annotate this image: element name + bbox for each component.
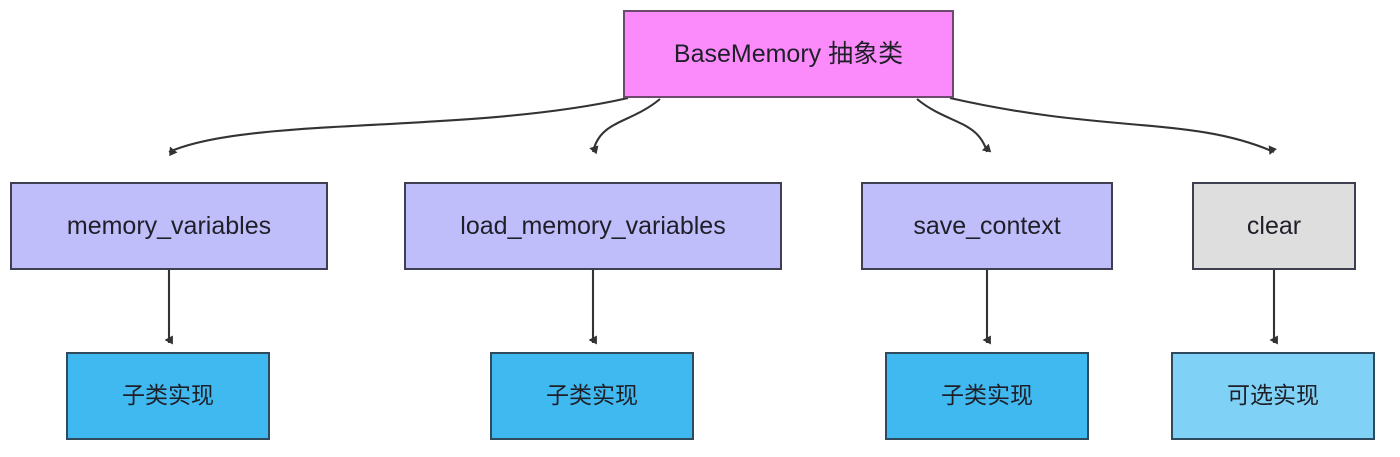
- edge-root-to-clear: [949, 96, 1277, 155]
- edge-root-to-save-context: [916, 98, 992, 153]
- node-label: BaseMemory 抽象类: [673, 40, 904, 68]
- node-base-memory-abstract-class[interactable]: BaseMemory 抽象类: [623, 10, 954, 98]
- node-impl-memory-variables[interactable]: 子类实现: [66, 352, 270, 440]
- node-label: 可选实现: [1227, 382, 1319, 409]
- node-label: clear: [1246, 212, 1302, 240]
- edge-root-to-memory-variables: [168, 96, 629, 157]
- node-save-context[interactable]: save_context: [861, 182, 1113, 270]
- node-clear[interactable]: clear: [1192, 182, 1356, 270]
- node-label: load_memory_variables: [460, 212, 726, 240]
- node-label: 子类实现: [546, 382, 638, 409]
- node-label: memory_variables: [66, 212, 272, 240]
- node-impl-save-context[interactable]: 子类实现: [885, 352, 1089, 440]
- node-load-memory-variables[interactable]: load_memory_variables: [404, 182, 782, 270]
- edge-root-to-load-memory-variables: [589, 98, 661, 155]
- node-impl-load-memory-variables[interactable]: 子类实现: [490, 352, 694, 440]
- node-label: save_context: [913, 212, 1061, 240]
- node-impl-clear[interactable]: 可选实现: [1171, 352, 1375, 440]
- node-label: 子类实现: [122, 382, 214, 409]
- node-label: 子类实现: [941, 382, 1033, 409]
- node-memory-variables[interactable]: memory_variables: [10, 182, 328, 270]
